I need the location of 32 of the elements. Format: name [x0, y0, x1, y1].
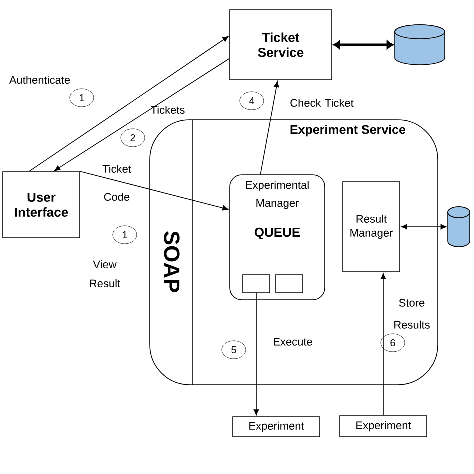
step-number: 2 [120, 128, 146, 148]
arrow [28, 36, 229, 172]
edge-label: Store Results [394, 299, 430, 329]
arrow [80, 171, 229, 211]
edge-label: Tickets [151, 106, 185, 114]
edge-label: Authenticate [9, 76, 70, 84]
database-cylinder [448, 206, 470, 248]
process-box: Ticket Service [230, 10, 332, 80]
step-number: 1 [112, 226, 138, 244]
note-label: View Result [90, 260, 120, 288]
manager-box: Experimental Manager QUEUE [230, 174, 326, 300]
arrow [54, 58, 230, 172]
step-number: 5 [222, 340, 246, 360]
edge-label: Execute [274, 338, 312, 346]
soap-band-label: SOAP [164, 231, 180, 292]
edge-label: Check Ticket [290, 98, 354, 108]
experiment-box: Experiment [232, 416, 320, 438]
arrow [334, 40, 394, 50]
step-number: 6 [380, 334, 406, 352]
arrow [260, 81, 280, 175]
edge-label: Ticket Code [102, 164, 132, 202]
process-box: User Interface [2, 172, 80, 238]
process-box: Result Manager [342, 182, 400, 272]
queue-slot [276, 274, 304, 294]
step-number: 4 [240, 92, 264, 110]
experiment-box: Experiment [340, 416, 428, 438]
queue-slot [242, 274, 270, 294]
arrow [380, 273, 386, 416]
step-number: 1 [70, 88, 94, 108]
database-cylinder [394, 24, 446, 66]
arrow [401, 224, 447, 230]
arrow [254, 293, 260, 416]
